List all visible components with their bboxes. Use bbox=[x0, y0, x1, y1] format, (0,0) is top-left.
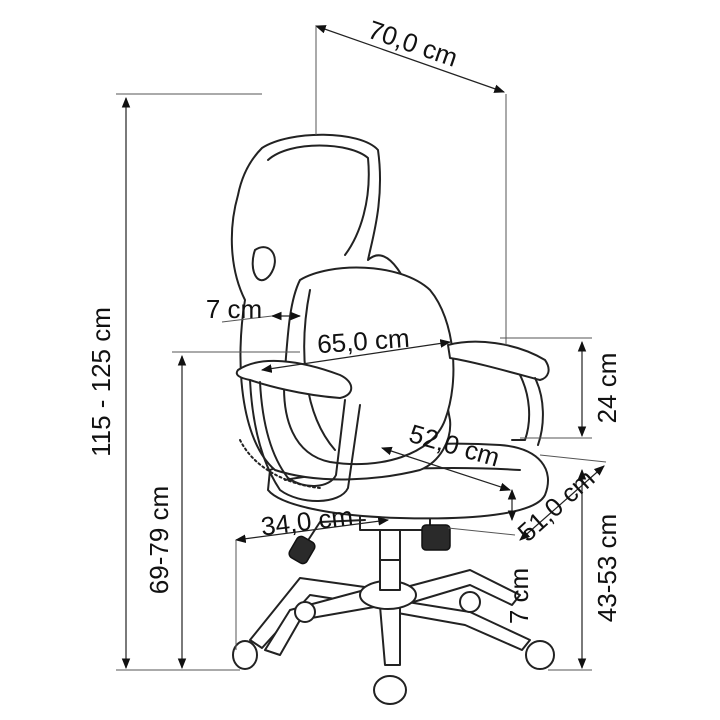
label-armrest-above-seat: 24 cm bbox=[592, 353, 622, 424]
dimension-lines bbox=[116, 25, 607, 671]
label-armrest-width: 7 cm bbox=[206, 294, 262, 324]
label-width: 70,0 cm bbox=[364, 14, 461, 72]
label-base-radius: 34,0 cm bbox=[259, 501, 354, 542]
armrest-right bbox=[447, 340, 550, 446]
gas-lift bbox=[359, 514, 431, 591]
label-backrest-height: 65,0 cm bbox=[316, 323, 410, 359]
label-gas-lift: 7 cm bbox=[504, 568, 534, 624]
label-seat-height: 43-53 cm bbox=[592, 514, 622, 622]
label-armrest-height: 69-79 cm bbox=[144, 486, 174, 594]
label-total-height: 115 - 125 cm bbox=[86, 307, 116, 457]
